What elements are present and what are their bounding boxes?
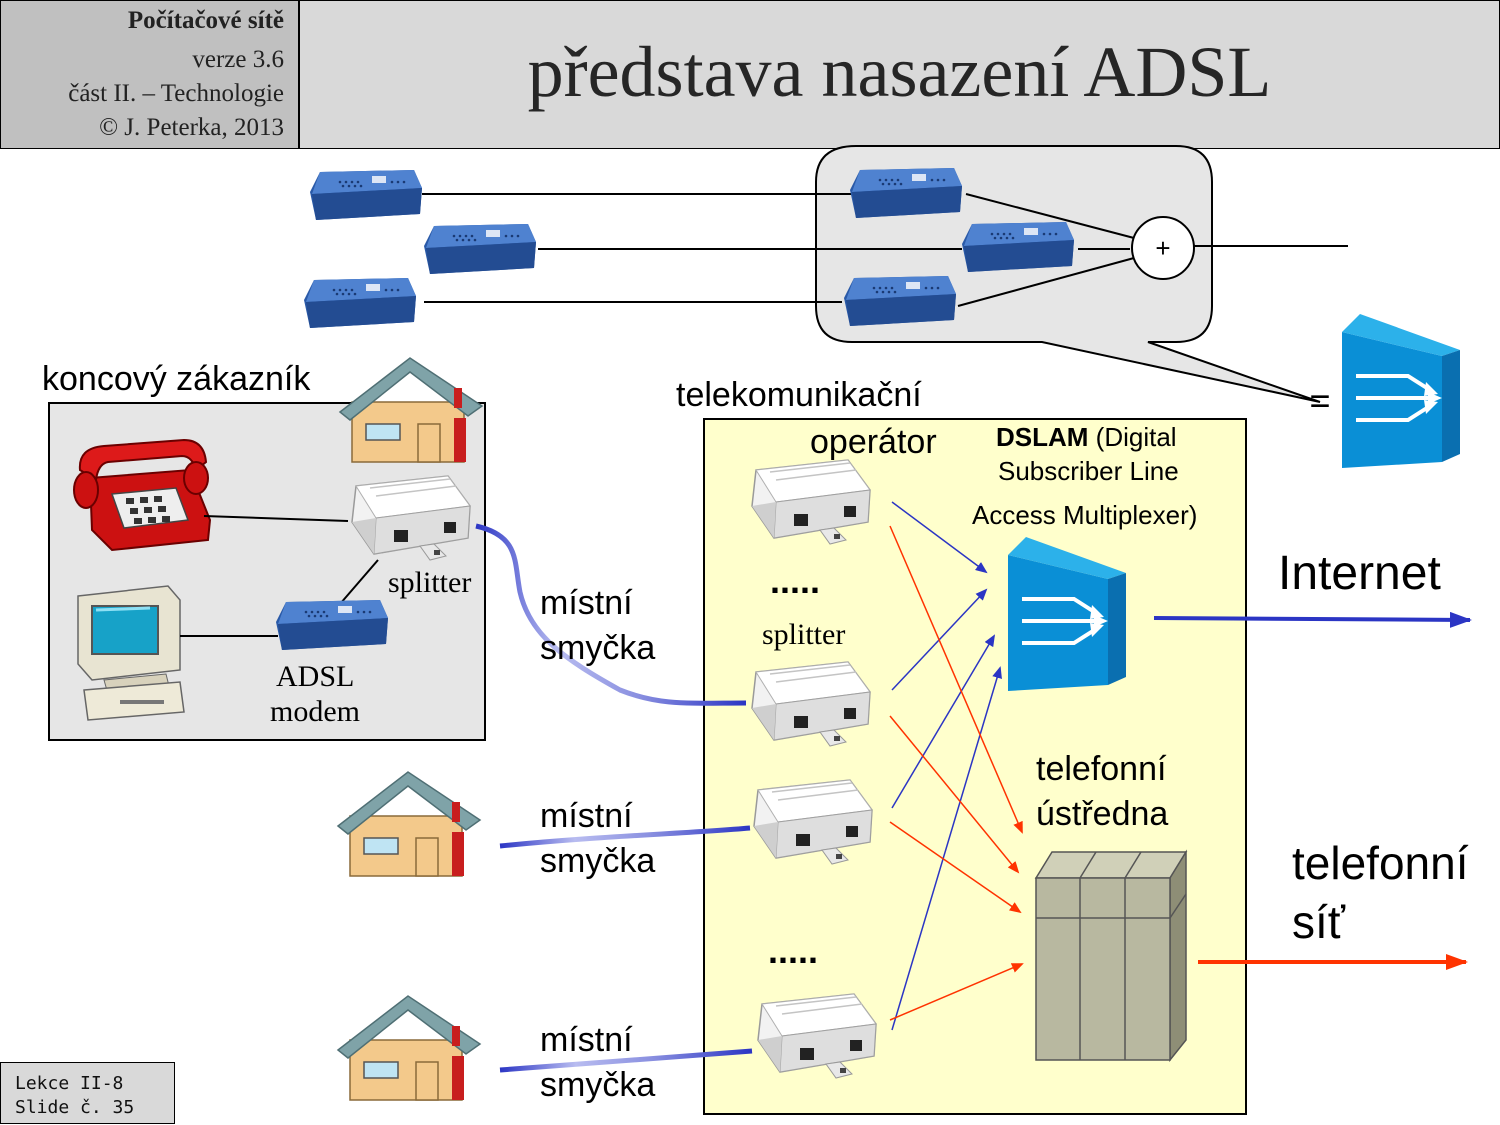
local-loop-label-1a: místní xyxy=(540,584,633,622)
ellipsis-bottom: ..... xyxy=(768,930,819,971)
title-box: představa nasazení ADSL xyxy=(299,0,1500,149)
slide-footer: Lekce II-8 Slide č. 35 xyxy=(0,1062,175,1124)
internet-link xyxy=(1153,611,1472,628)
internet-label: Internet xyxy=(1278,547,1441,600)
modem-label-line2: modem xyxy=(270,695,360,728)
slide-number: Slide č. 35 xyxy=(15,1097,135,1118)
adsl-modem-icon xyxy=(276,600,388,650)
customer-label: koncový zákazník xyxy=(42,360,311,398)
operator-label-line1: telekomunikační xyxy=(676,376,922,414)
sum-node xyxy=(1131,216,1195,280)
local-loop-line xyxy=(499,1048,753,1073)
local-loop-line xyxy=(499,825,751,849)
plus-sign: + xyxy=(1155,233,1170,263)
course-copyright: © J. Peterka, 2013 xyxy=(99,114,284,141)
modem-icon xyxy=(844,276,956,326)
house-icon xyxy=(337,771,481,877)
modem-icon xyxy=(850,168,962,218)
operator-splitter-label: splitter xyxy=(762,618,846,651)
ellipsis-top: ..... xyxy=(770,560,821,601)
modem-label-line1: ADSL xyxy=(276,660,355,693)
computer-icon xyxy=(77,585,185,721)
dslam-label-line3: Access Multiplexer) xyxy=(972,500,1198,530)
local-loop-line xyxy=(475,523,747,706)
exchange-label-line2: ústředna xyxy=(1036,795,1169,833)
telephone-exchange-icon xyxy=(1034,849,1188,1063)
dslam-icon xyxy=(1340,312,1462,470)
local-loop-label-2a: místní xyxy=(540,797,633,835)
course-info-box: Počítačové sítě verze 3.6 část II. – Tec… xyxy=(0,0,299,149)
local-loop-label-2b: smyčka xyxy=(540,842,656,880)
dslam-label-bold: DSLAM xyxy=(996,422,1089,452)
lesson-number: Lekce II-8 xyxy=(15,1073,124,1094)
local-loop-label-3b: smyčka xyxy=(540,1066,656,1104)
phone-network-label-line1: telefonní xyxy=(1292,837,1469,889)
local-loop-label-1b: smyčka xyxy=(540,629,656,667)
operator-label-line2: operátor xyxy=(810,423,937,461)
customer-splitter-label: splitter xyxy=(388,566,472,599)
slide-title: představa nasazení ADSL xyxy=(527,32,1272,112)
dslam-label-rest: (Digital xyxy=(1088,422,1177,452)
modem-icon xyxy=(310,170,422,220)
telephone-icon xyxy=(73,438,212,552)
multiplexer-illustration: + = xyxy=(304,145,1462,470)
house-icon xyxy=(339,357,483,463)
house-icon xyxy=(337,995,481,1101)
course-name: Počítačové sítě xyxy=(127,7,284,34)
course-version: verze 3.6 xyxy=(192,46,284,73)
modem-icon xyxy=(424,224,536,274)
dslam-label-line1: DSLAM (Digital xyxy=(996,422,1177,453)
modem-icon xyxy=(304,278,416,328)
exchange-label-line1: telefonní xyxy=(1036,750,1167,788)
modem-icon xyxy=(962,222,1074,272)
voice-arrows xyxy=(889,525,1024,1021)
local-loop-label-3a: místní xyxy=(540,1021,633,1059)
equals-sign: = xyxy=(1309,380,1330,421)
phone-network-label-line2: síť xyxy=(1292,896,1346,948)
course-part: část II. – Technologie xyxy=(68,80,284,107)
dslam-label-line2: Subscriber Line xyxy=(998,456,1179,486)
